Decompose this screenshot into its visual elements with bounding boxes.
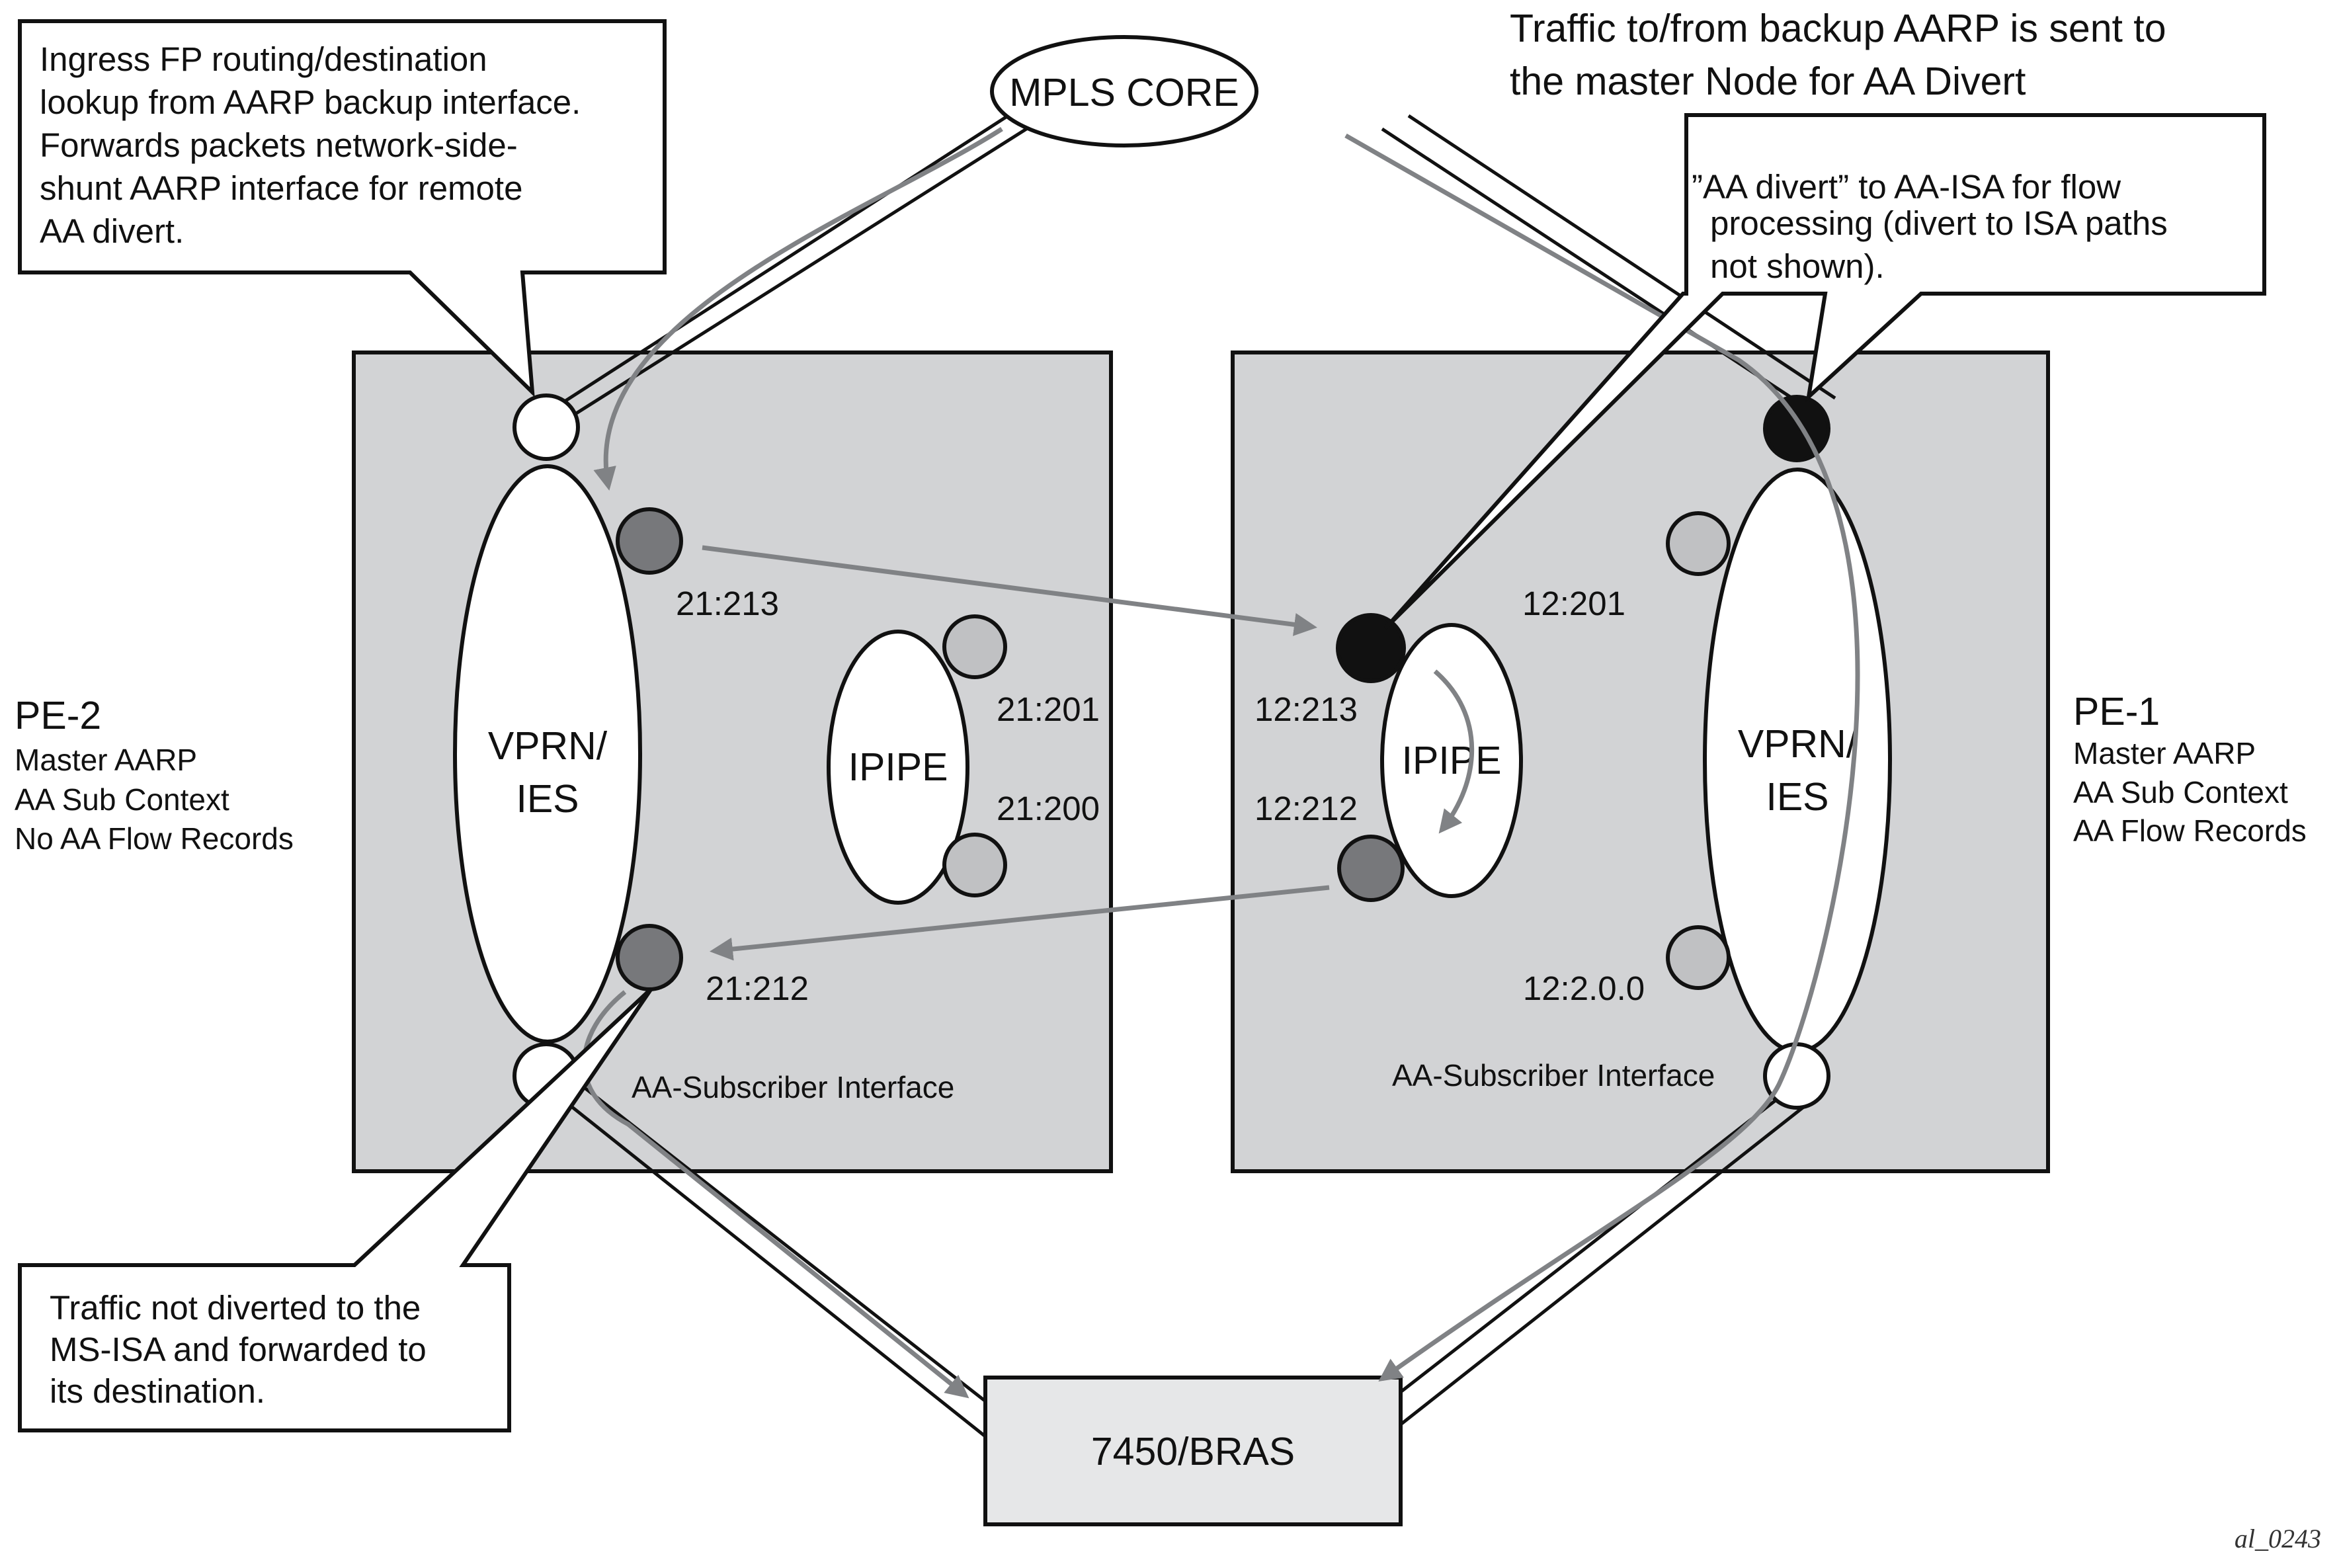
pe1-line1: Master AARP	[2073, 736, 2256, 770]
pe1-name: PE-1	[2073, 690, 2160, 733]
pe2-line3: No AA Flow Records	[15, 821, 294, 856]
pe1-vprn-label-2: IES	[1766, 775, 1828, 819]
arrow-pe2-to-pe1	[702, 545, 1317, 636]
callout-not-diverted: Traffic not diverted to the MS-ISA and f…	[18, 987, 653, 1432]
callout-ingress-line2: lookup from AARP backup interface.	[40, 83, 581, 121]
top-note-line1: Traffic to/from backup AARP is sent to	[1510, 7, 2166, 50]
pe2-vprn-label-1: VPRN/	[488, 724, 608, 768]
pe1-sap-12-213-icon	[1336, 613, 1406, 683]
pe2-ipipe-label: IPIPE	[848, 745, 948, 789]
pe1-sap-12-201-icon	[1666, 511, 1731, 576]
pe1-bottom-interface-icon	[1763, 1042, 1830, 1110]
pe2-name: PE-2	[15, 694, 101, 737]
arrow-pe1-to-pe2	[710, 885, 1330, 961]
pe1-top-interface-icon	[1763, 395, 1830, 462]
arrow-ipipe-loop	[1433, 669, 1475, 834]
callout-aa-divert-line1: ”AA divert” to AA-ISA for flow	[1692, 168, 2121, 206]
pe1-ipipe	[1380, 623, 1523, 898]
pe1-vprn-label-1: VPRN/	[1738, 722, 1858, 766]
arrow-mpls-to-pe1-to-bras	[1344, 133, 1860, 1382]
pe2-line1: Master AARP	[15, 743, 197, 777]
pe1-sap-12-212-icon	[1337, 835, 1405, 902]
pe1-sub-interface-label: AA-Subscriber Interface	[1392, 1058, 1715, 1093]
callout-ingress-line1: Ingress FP routing/destination	[40, 40, 487, 78]
pe1-box	[1231, 351, 2050, 1173]
mpls-core-node	[990, 35, 1258, 147]
figure-id: al_0243	[2235, 1524, 2321, 1553]
callout-aa-divert-line3: not shown).	[1710, 247, 1885, 285]
pe2-sap-21-213-icon	[616, 507, 683, 575]
callout-aa-divert-line2: processing (divert to ISA paths	[1710, 204, 2168, 242]
callout-not-diverted-line1: Traffic not diverted to the	[50, 1289, 421, 1327]
pe2-sap-21-201-label: 21:201	[997, 690, 1100, 728]
pe2-sap-21-212-label: 21:212	[706, 970, 809, 1007]
pe2-sap-21-200-label: 21:200	[997, 790, 1100, 827]
pe1-sap-12-200-label: 12:2.0.0	[1523, 970, 1645, 1007]
callout-not-diverted-line3: its destination.	[50, 1372, 265, 1410]
callout-ingress-line4: shunt AARP interface for remote	[40, 169, 522, 207]
pe2-vprn-ies	[453, 464, 642, 1044]
bras-node	[983, 1376, 1403, 1526]
bras-label: 7450/BRAS	[1091, 1430, 1295, 1473]
pe2-sap-21-200-icon	[942, 833, 1007, 897]
pe1-line2: AA Sub Context	[2073, 775, 2288, 809]
pe1-sap-12-200-icon	[1666, 925, 1731, 990]
callout-ingress: Ingress FP routing/destination lookup fr…	[18, 19, 667, 397]
callout-not-diverted-line2: MS-ISA and forwarded to	[50, 1331, 427, 1368]
pe1-line3: AA Flow Records	[2073, 813, 2307, 848]
pe2-top-interface-icon	[513, 393, 580, 461]
pe2-sap-21-213-label: 21:213	[676, 585, 779, 622]
link-pe1-bras	[1361, 1096, 1817, 1443]
callout-ingress-line3: Forwards packets network-side-	[40, 126, 518, 164]
pe2-sap-21-201-icon	[942, 614, 1007, 679]
pe1-ipipe-label: IPIPE	[1402, 739, 1502, 782]
callout-ingress-line5: AA divert.	[40, 212, 184, 250]
pe2-ipipe	[827, 630, 969, 905]
pe2-line2: AA Sub Context	[15, 782, 229, 817]
pe1-sap-12-212-label: 12:212	[1254, 790, 1358, 827]
pe2-sub-interface-label: AA-Subscriber Interface	[632, 1070, 954, 1104]
top-note-line2: the master Node for AA Divert	[1510, 60, 2026, 103]
pe2-vprn-label-2: IES	[516, 777, 579, 821]
pe1-sap-12-201-label: 12:201	[1522, 585, 1625, 622]
mpls-core-label: MPLS CORE	[1009, 71, 1239, 114]
callout-aa-divert: ”AA divert” to AA-ISA for flow processin…	[1383, 113, 2266, 630]
arrow-mpls-to-pe2	[593, 127, 1003, 491]
pe1-sap-12-213-label: 12:213	[1254, 690, 1358, 728]
pe2-sap-21-212-icon	[616, 924, 683, 991]
